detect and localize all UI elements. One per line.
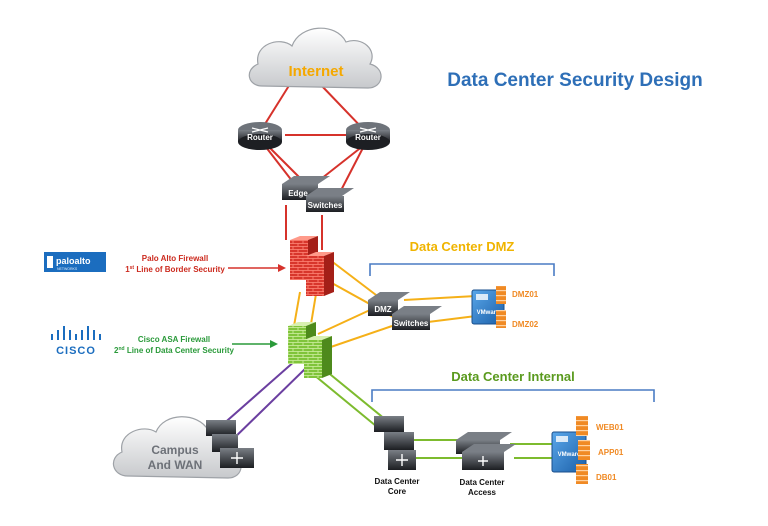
- link-fw2-dmz-a: [317, 309, 371, 335]
- dmz-switch-2: Switches: [392, 306, 442, 330]
- paloalto-brand-sub: NETWORKS: [57, 267, 78, 271]
- dmz-bracket: [369, 263, 555, 276]
- internal-vmware-label: VMware: [558, 452, 581, 458]
- dc-core-switch: [374, 416, 416, 470]
- dc-access-label-line2: Access: [468, 488, 497, 497]
- cisco-firewall: [288, 322, 332, 378]
- internal-server-1-label: WEB01: [596, 423, 624, 432]
- cisco-brand: CISCO: [56, 345, 96, 357]
- campus-switch: [206, 420, 254, 468]
- router-right-label: Router: [355, 133, 381, 142]
- link-dmz-server-b: [427, 315, 477, 323]
- dmz-server-stack: [496, 286, 506, 328]
- edge-switch-2-label: Switches: [308, 201, 343, 210]
- dmz-switch-1-label: DMZ: [374, 305, 391, 314]
- internet-cloud: Internet: [248, 27, 382, 89]
- link-fw1-dmz-a: [329, 259, 381, 299]
- cisco-label-line2: 2nd Line of Data Center Security: [114, 346, 234, 355]
- arrow-paloalto-head: [278, 264, 286, 272]
- internal-server-stack: [576, 416, 590, 484]
- arrow-cisco-head: [270, 340, 278, 348]
- dc-access-switch: [456, 432, 516, 470]
- core-switch-icon: [396, 454, 408, 466]
- dc-access-label-line1: Data Center: [460, 478, 505, 487]
- paloalto-brand: paloalto: [56, 256, 91, 266]
- cisco-logo: [51, 326, 101, 340]
- paloalto-logo: paloalto NETWORKS: [44, 252, 106, 272]
- edge-switch-1-label: Edge: [288, 189, 308, 198]
- paloalto-firewall: [290, 236, 334, 296]
- dc-core-label-line1: Data Center: [375, 477, 420, 486]
- campus-label-line2: And WAN: [148, 458, 203, 472]
- router-icon: [359, 127, 377, 133]
- dmz-section-label: Data Center DMZ: [410, 239, 515, 254]
- internet-label: Internet: [288, 63, 343, 80]
- dmz-vmware-label: VMware: [477, 310, 500, 316]
- link-fw1-fw2-a: [293, 291, 301, 327]
- campus-label-line1: Campus: [151, 443, 199, 457]
- dmz-switch-2-label: Switches: [394, 319, 429, 328]
- link-fw2-core-b: [319, 365, 387, 421]
- internal-server-3-label: DB01: [596, 473, 617, 482]
- paloalto-label-line2: 1st Line of Border Security: [125, 265, 225, 274]
- router-left-label: Router: [247, 133, 273, 142]
- router-icon: [251, 127, 269, 133]
- paloalto-label-line1: Palo Alto Firewall: [142, 254, 208, 263]
- router-left: Router: [238, 122, 282, 150]
- internal-server-2-label: APP01: [598, 448, 624, 457]
- access-switch-icon: [478, 456, 488, 466]
- dmz-switch-1: DMZ: [368, 292, 410, 316]
- dmz-server-1-label: DMZ01: [512, 290, 539, 299]
- dc-core-label-line2: Core: [388, 487, 407, 496]
- page-title: Data Center Security Design: [447, 70, 703, 91]
- dmz-server-2-label: DMZ02: [512, 320, 539, 329]
- link-fw2-dmz-b: [321, 325, 393, 351]
- cisco-label-line1: Cisco ASA Firewall: [138, 335, 210, 344]
- link-fw2-campus-b: [227, 367, 307, 445]
- link-dmz-server-a: [403, 295, 477, 301]
- internal-vmware-host: VMware: [551, 431, 587, 473]
- router-right: Router: [346, 122, 390, 150]
- edge-switch-2: Switches: [306, 188, 354, 212]
- internal-section-label: Data Center Internal: [451, 369, 575, 384]
- links: [211, 83, 556, 459]
- internal-bracket: [371, 389, 655, 402]
- link-fw2-core-a: [307, 369, 377, 427]
- campus-switch-icon: [231, 452, 243, 464]
